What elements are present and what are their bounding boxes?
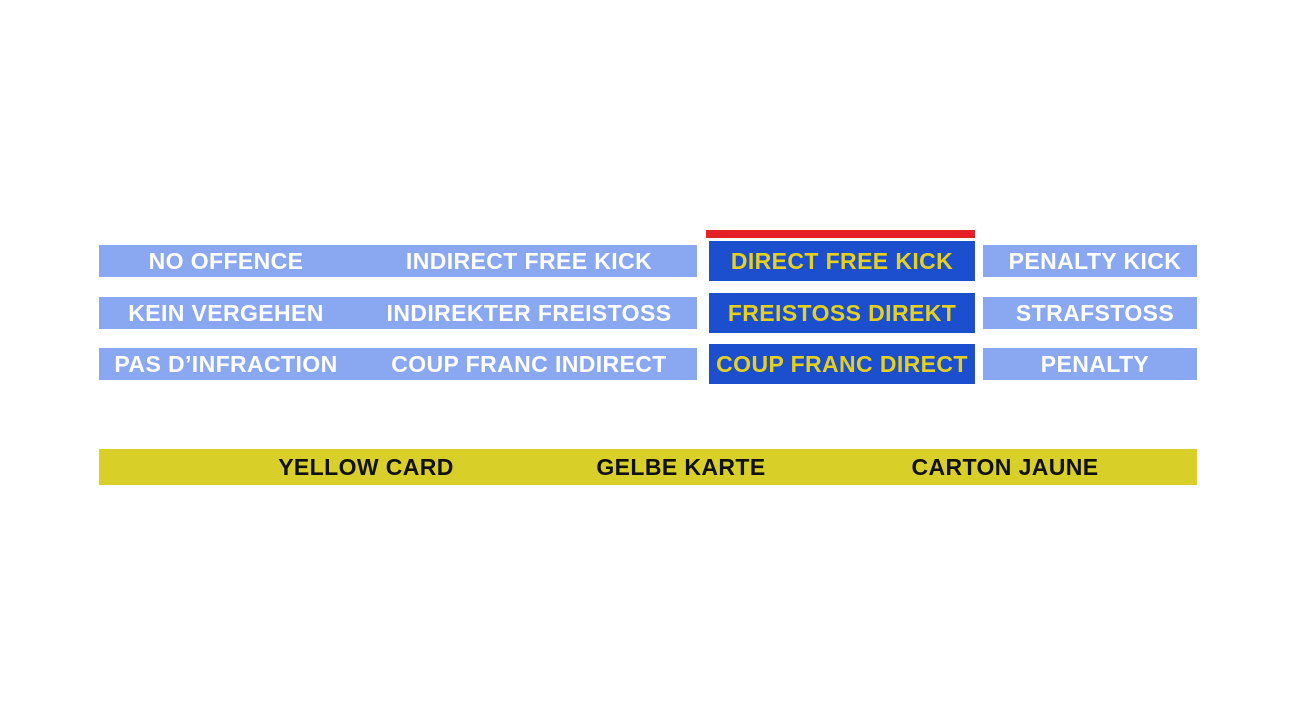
option-indirekter-freistoss[interactable]: INDIREKTER FREISTOSS: [386, 300, 672, 326]
option-penalty[interactable]: PENALTY: [983, 348, 1197, 380]
option-strafstoss[interactable]: STRAFSTOSS: [983, 297, 1197, 329]
yellow-card-label-french: CARTON JAUNE: [911, 454, 1099, 480]
option-row-french-left: PAS D’INFRACTION COUP FRANC INDIRECT: [99, 348, 697, 380]
selected-column-indicator-bar: [706, 230, 975, 238]
option-freistoss-direkt-selected[interactable]: FREISTOSS DIREKT: [709, 293, 975, 333]
option-penalty-kick[interactable]: PENALTY KICK: [983, 245, 1197, 277]
option-direct-free-kick-selected[interactable]: DIRECT FREE KICK: [709, 241, 975, 281]
option-coup-franc-direct-selected[interactable]: COUP FRANC DIRECT: [709, 344, 975, 384]
option-coup-franc-indirect[interactable]: COUP FRANC INDIRECT: [391, 351, 667, 377]
yellow-card-label-german: GELBE KARTE: [596, 454, 766, 480]
yellow-card-label-english: YELLOW CARD: [278, 454, 454, 480]
option-no-offence[interactable]: NO OFFENCE: [148, 248, 304, 274]
option-row-german-left: KEIN VERGEHEN INDIREKTER FREISTOSS: [99, 297, 697, 329]
option-row-english-left: NO OFFENCE INDIRECT FREE KICK: [99, 245, 697, 277]
option-indirect-free-kick[interactable]: INDIRECT FREE KICK: [405, 248, 653, 274]
option-kein-vergehen[interactable]: KEIN VERGEHEN: [128, 300, 324, 326]
option-pas-d-infraction[interactable]: PAS D’INFRACTION: [114, 351, 338, 377]
yellow-card-bar[interactable]: YELLOW CARD GELBE KARTE CARTON JAUNE: [99, 449, 1197, 485]
